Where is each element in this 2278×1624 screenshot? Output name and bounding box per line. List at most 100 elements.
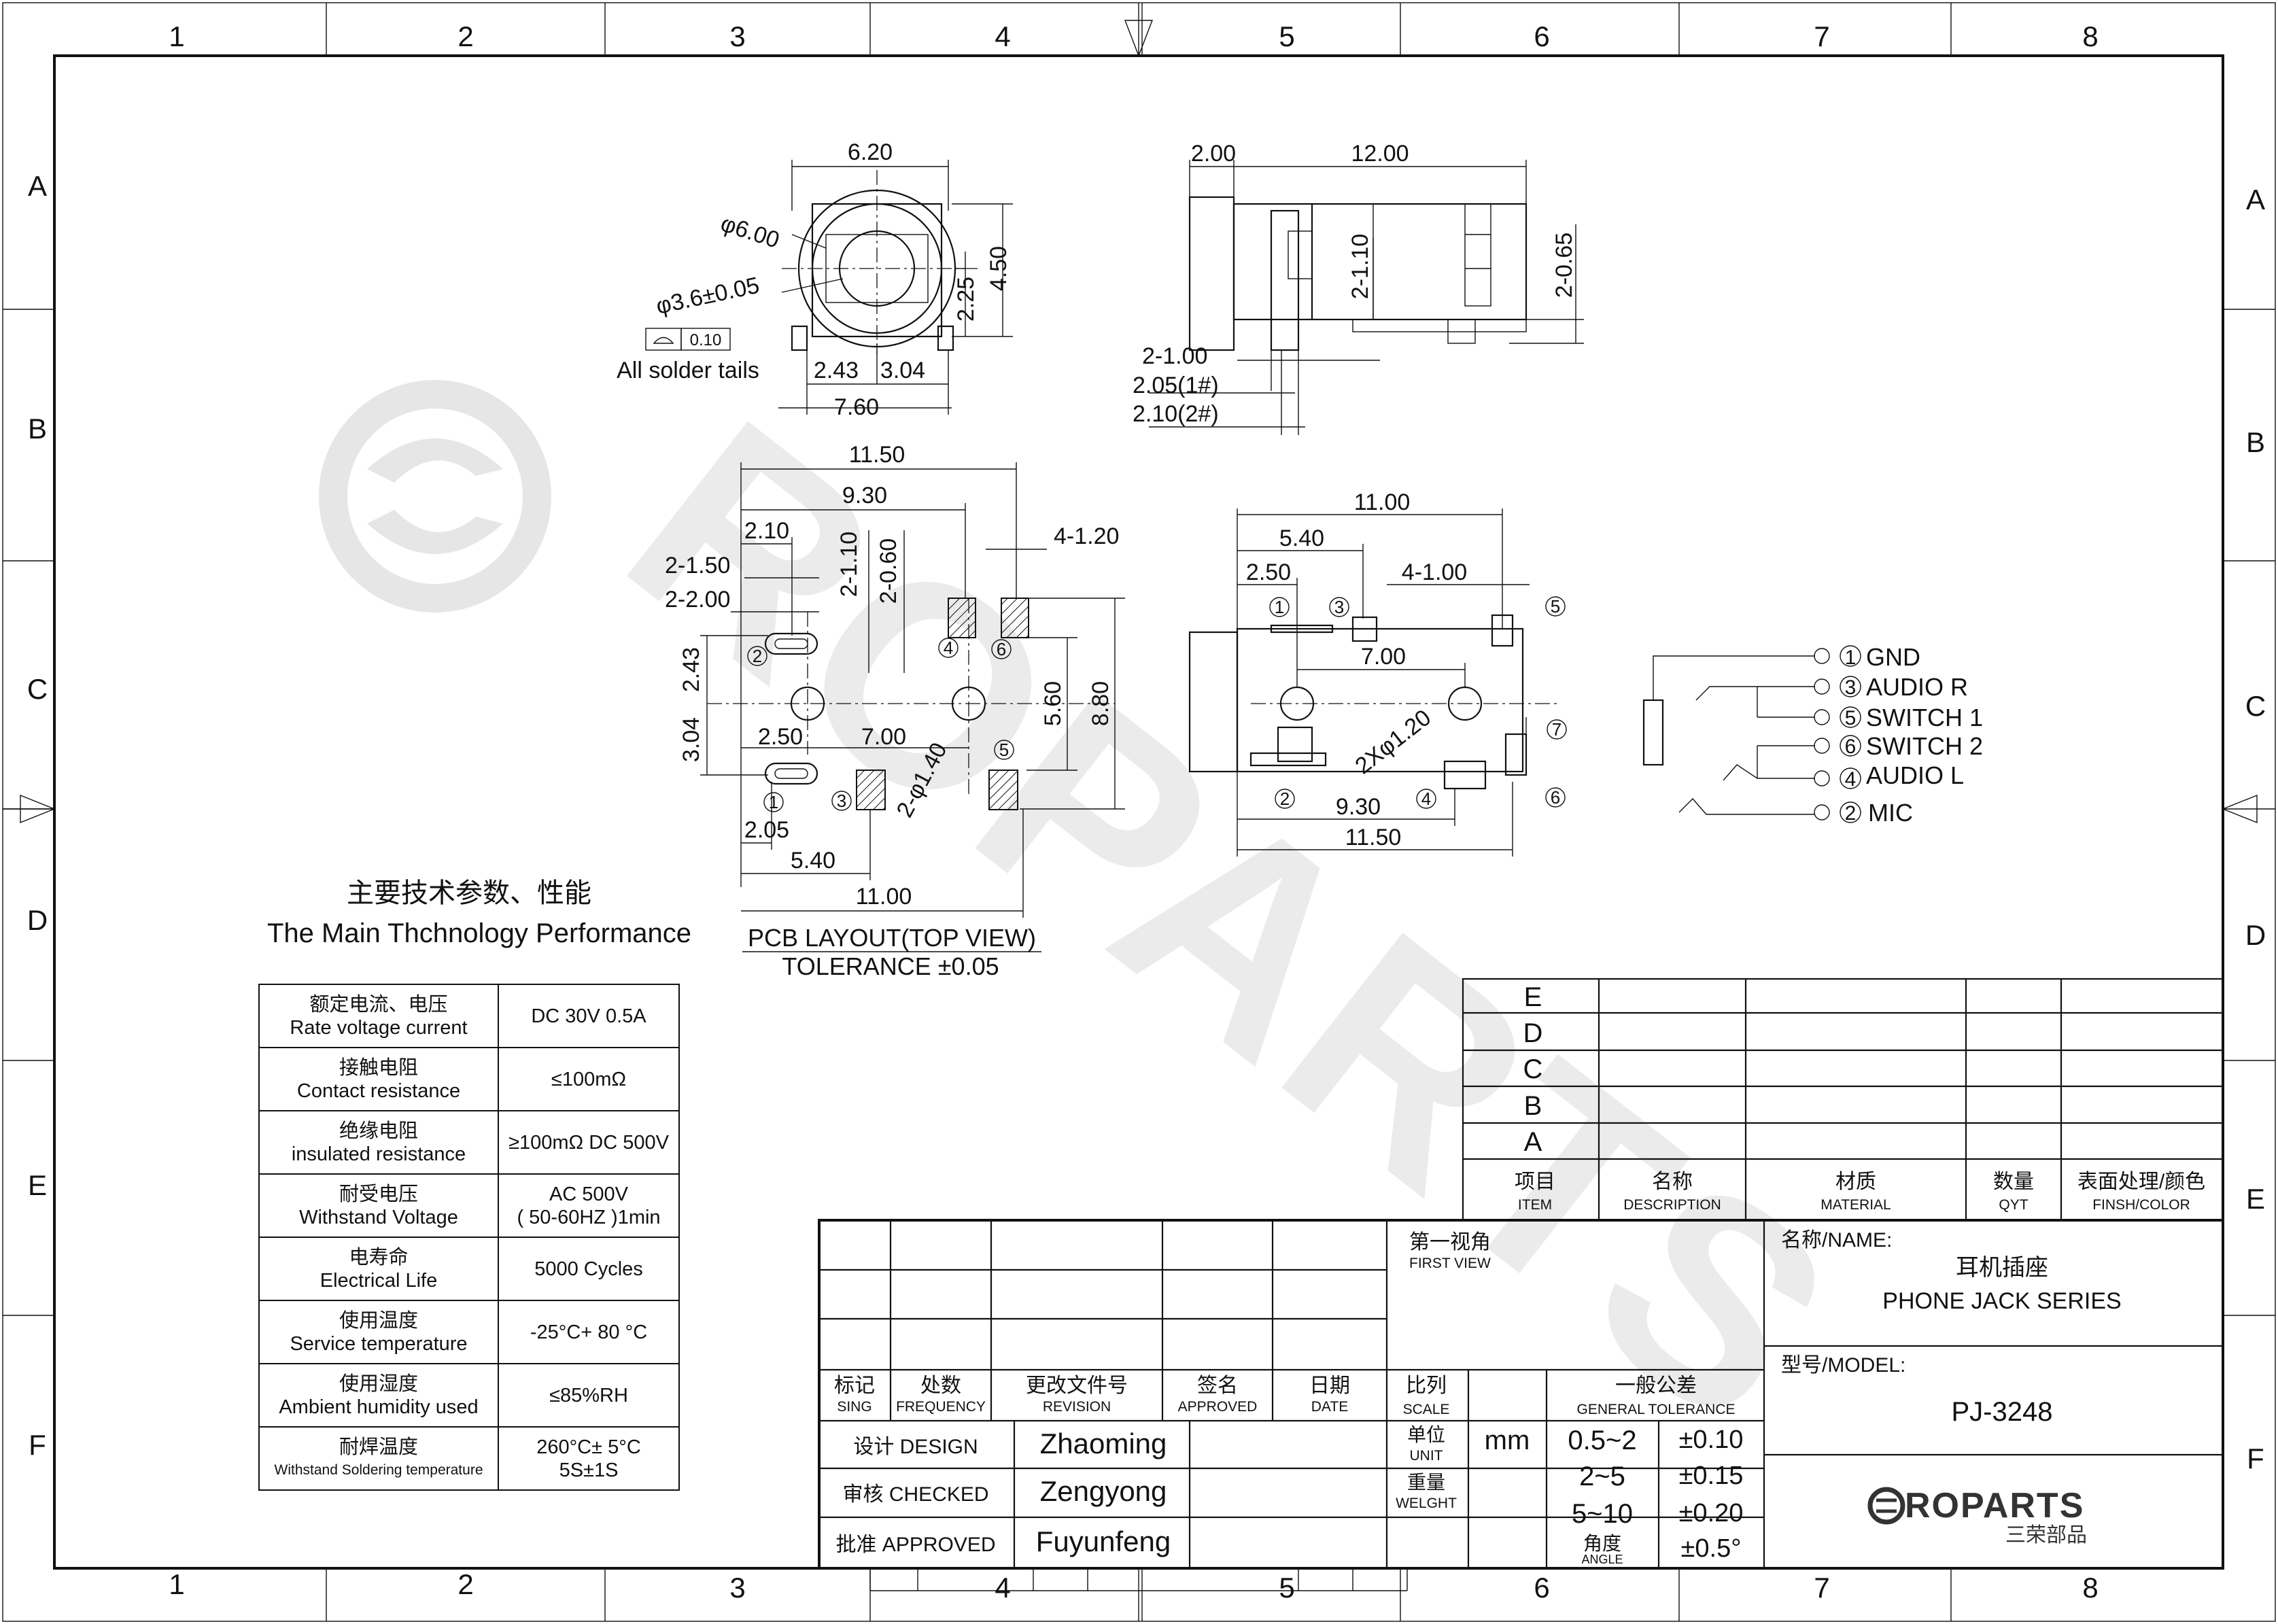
- pcb-layout-dim-11-50: 11.50: [849, 442, 905, 468]
- title-block-name-cn: 耳机插座: [1956, 1255, 2048, 1281]
- specs-title: 主要技术参数、性能 The Main Thchnology Performanc…: [267, 878, 691, 948]
- frame-rows-4: E: [2246, 1183, 2265, 1215]
- title-block-name-en: PHONE JACK SERIES: [1882, 1288, 2121, 1314]
- specs-rows-1-en: Contact resistance: [296, 1079, 461, 1102]
- frame-columns-7: 8: [2082, 1572, 2098, 1604]
- pcb-layout-tolerance: TOLERANCE ±0.05: [782, 952, 999, 980]
- specs-rows-7-value2: 5S±1S: [559, 1459, 619, 1481]
- schematic-pins-2-label: SWITCH 1: [1866, 704, 1983, 731]
- specs-rows-0-value: DC 30V 0.5A: [531, 1005, 646, 1027]
- units-weight-cn: 重量: [1407, 1472, 1445, 1493]
- schematic: 1 GND 3 AUDIO R 5 SWITCH 1 6 SWITCH 2 4 …: [1642, 643, 1983, 827]
- revision-gen-tol-cn: 一般公差: [1615, 1375, 1697, 1397]
- zone-labels: 1 2 3 4 5 6 7 8 1 2 3 4 5 6 7 8 A B C D …: [27, 20, 2266, 1604]
- pcb-layout-pin-4: 4: [944, 638, 953, 658]
- front-view-dim-width: 6.20: [848, 139, 893, 165]
- frame-rows-3: D: [2245, 919, 2266, 951]
- schematic-pins-4-num: 4: [1845, 768, 1857, 791]
- specs-title-en: The Main Thchnology Performance: [267, 918, 691, 948]
- bottom-view-dim-2x-phi-1-20: 2Xφ1.20: [1351, 704, 1436, 779]
- bottom-view-pin-6: 6: [1551, 787, 1560, 808]
- bottom-view-dim-11-50: 11.50: [1345, 825, 1402, 850]
- units-unit-en: UNIT: [1410, 1448, 1443, 1464]
- frame-rows-0: A: [28, 170, 47, 202]
- bom-headers-4-en: FINSH/COLOR: [2092, 1197, 2190, 1213]
- pcb-layout-dim-9-30: 9.30: [842, 483, 887, 508]
- frame-rows-0: A: [2246, 184, 2265, 215]
- frame-rows-5: F: [2247, 1442, 2264, 1474]
- frame-rows-1: B: [2246, 426, 2265, 458]
- frame-columns-6: 7: [1814, 20, 1829, 52]
- signoff-design-name: Zhaoming: [1040, 1428, 1167, 1459]
- front-view-dim-outer-dia: φ6.00: [718, 210, 783, 253]
- specs-rows-5-cn: 使用温度: [339, 1309, 418, 1332]
- units-unit-value: mm: [1485, 1426, 1530, 1455]
- frame-rows-5: F: [29, 1429, 46, 1461]
- revision-headers-3-en: APPROVED: [1178, 1399, 1258, 1415]
- pcb-layout-dim-11-00: 11.00: [856, 884, 912, 910]
- pcb-layout-pin-3: 3: [837, 791, 846, 811]
- bottom-view-dim-9-30: 9.30: [1336, 794, 1381, 820]
- front-view-dim-3-04: 3.04: [880, 358, 925, 383]
- bottom-view-dim-5-40: 5.40: [1279, 525, 1324, 551]
- units-angle-en: ANGLE: [1581, 1553, 1623, 1566]
- revision-headers-2-en: REVISION: [1043, 1399, 1111, 1415]
- specs-rows-4-cn: 电寿命: [349, 1246, 409, 1268]
- signoff-checked-label: 审核 CHECKED: [842, 1483, 988, 1506]
- pcb-layout-dim-2-1-50: 2-1.50: [665, 553, 730, 578]
- revision-scale-en: SCALE: [1403, 1402, 1450, 1417]
- schematic-pins-5-label: MIC: [1868, 799, 1913, 827]
- units-angle-tol: ±0.5°: [1681, 1534, 1742, 1563]
- schematic-pins-3-label: SWITCH 2: [1866, 732, 1983, 760]
- pcb-layout-dim-2-1-10: 2-1.10: [836, 532, 862, 597]
- bom-headers-1-cn: 名称: [1652, 1171, 1693, 1193]
- revision-headers-0-en: SING: [837, 1399, 871, 1415]
- revision-headers-4-en: DATE: [1311, 1399, 1348, 1415]
- units-weight-en: WELGHT: [1396, 1496, 1457, 1511]
- bom-rev-letters-1: D: [1523, 1018, 1543, 1048]
- signoff-design-label: 设计 DESIGN: [853, 1436, 978, 1458]
- pcb-layout-pin-1: 1: [769, 792, 778, 812]
- title-block-name-label: 名称/NAME:: [1781, 1229, 1892, 1251]
- specs-rows-7-value: 260°C± 5°C: [536, 1436, 641, 1458]
- units-tolerances-2-range: 5~10: [1572, 1499, 1633, 1529]
- specs-rows-2-en: insulated resistance: [291, 1143, 466, 1165]
- front-view-dim-2-43: 2.43: [814, 358, 859, 383]
- bom-headers-0-en: ITEM: [1518, 1197, 1552, 1213]
- bom-headers-0-cn: 项目: [1515, 1171, 1555, 1193]
- bom-table: E D C B A 项目 ITEM 名称 DESCRIPTION 材质 MATE…: [1462, 978, 2224, 1222]
- revision-gen-tol-en: GENERAL TOLERANCE: [1576, 1402, 1735, 1417]
- bottom-view-dim-4-1-00: 4-1.00: [1402, 559, 1467, 585]
- frame-columns-5: 6: [1534, 1572, 1549, 1604]
- side-view-dim-2-05: 2.05(1#): [1133, 373, 1219, 398]
- specs-rows-6-en: Ambient humidity used: [279, 1396, 479, 1418]
- specs-rows-4-value: 5000 Cycles: [534, 1258, 643, 1280]
- bottom-view-pin-5: 5: [1551, 596, 1560, 617]
- pcb-layout-dim-2-10: 2.10: [744, 518, 789, 544]
- bom-headers-1-en: DESCRIPTION: [1623, 1197, 1721, 1213]
- frame-columns-2: 3: [729, 1572, 745, 1604]
- front-view: 6.20 φ6.00 φ3.6±0.05 2.25 4.50 2.43 3.04…: [617, 139, 1013, 420]
- pcb-layout-pin-2: 2: [753, 646, 762, 666]
- frame-columns-7: 8: [2082, 20, 2098, 52]
- specs-rows-7-en: Withstand Soldering temperature: [274, 1462, 483, 1478]
- revision-scale-cn: 比列: [1406, 1375, 1447, 1397]
- front-view-flatness-note: All solder tails: [617, 358, 759, 383]
- frame-columns-1: 2: [458, 20, 473, 52]
- specs-rows-4-en: Electrical Life: [320, 1269, 438, 1292]
- specs-rows-0-cn: 额定电流、电压: [309, 993, 448, 1016]
- specs-rows-1-value: ≤100mΩ: [551, 1068, 627, 1090]
- bom-headers-2-cn: 材质: [1835, 1171, 1876, 1193]
- specs-rows-2-value: ≥100mΩ DC 500V: [508, 1131, 669, 1154]
- schematic-pin-label: GND: [1866, 643, 1920, 671]
- bom-rev-letters-3: B: [1524, 1091, 1542, 1121]
- revision-headers-1-cn: 处数: [920, 1375, 961, 1397]
- bottom-view-pin-3: 3: [1334, 597, 1344, 617]
- bom-headers-3-cn: 数量: [1993, 1171, 2034, 1193]
- specs-rows-6-cn: 使用湿度: [339, 1372, 418, 1395]
- front-view-dim-2-25: 2.25: [953, 277, 979, 322]
